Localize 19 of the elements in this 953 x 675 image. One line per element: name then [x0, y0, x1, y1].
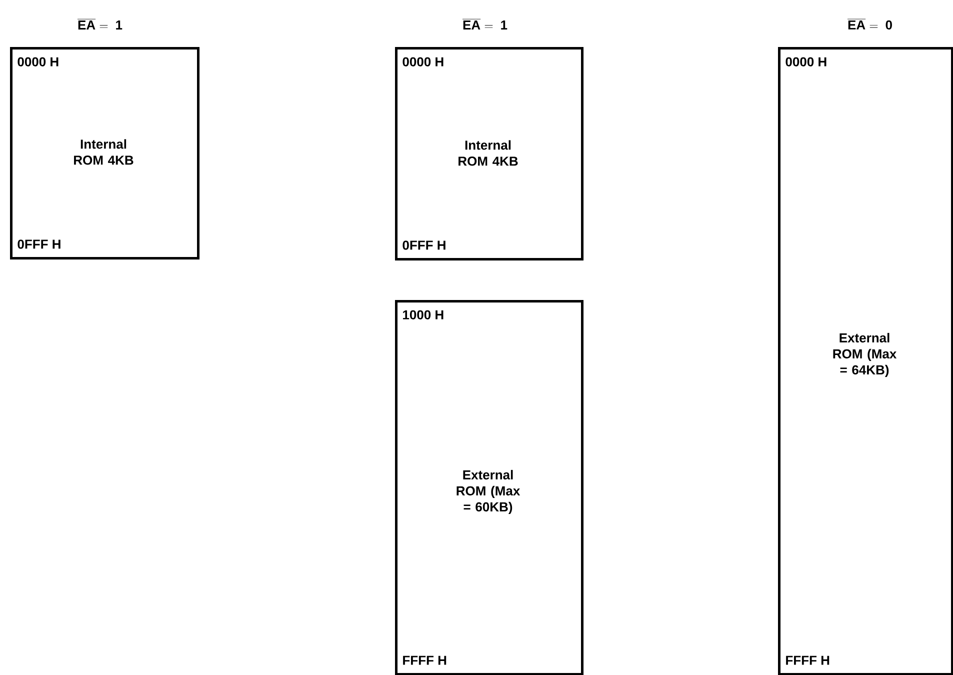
memory-block [10, 47, 200, 260]
memory-block [395, 47, 584, 260]
memory-label: External ROM (Max = 60KB) [456, 470, 520, 514]
memory-block [395, 300, 584, 675]
address-label: FFFF H [786, 656, 830, 665]
memory-label: Internal ROM 4KB [458, 140, 518, 166]
pin-label: $\overline{\mathbf{EA}}\ \mathbf{=\ 1}$ [462, 19, 508, 30]
address-label: 0FFF H [402, 240, 446, 250]
address-label: 0000 H [402, 57, 444, 66]
memory-block [778, 47, 953, 675]
memory-label: External ROM (Max = 64KB) [833, 332, 897, 378]
address-label: 0000 H [18, 57, 58, 66]
pin-label: $\overline{\mathbf{EA}}\ \mathbf{=\ 1}$ [78, 19, 122, 30]
address-label: 0000 H [786, 57, 826, 66]
address-label: 1000 H [403, 310, 444, 320]
address-label: 0FFF H [18, 240, 60, 249]
pin-label: $\overline{\mathbf{EA}}\ \mathbf{=\ 0}$ [848, 19, 892, 30]
address-label: FFFF H [403, 656, 446, 665]
memory-label: Internal ROM 4KB [74, 139, 134, 165]
